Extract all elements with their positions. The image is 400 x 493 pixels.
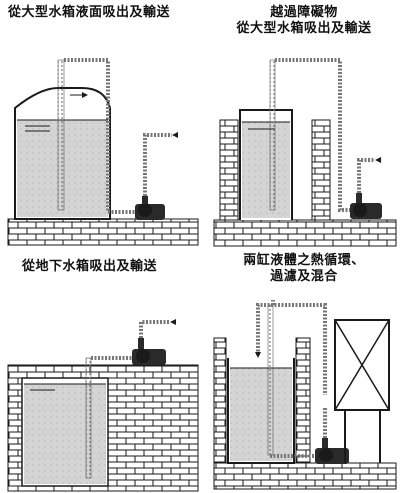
brick-wall-right xyxy=(295,337,311,464)
pump xyxy=(132,338,166,365)
caption-panel-1: 從大型水箱液面吸出及輸送 xyxy=(8,5,171,20)
suction-line xyxy=(275,58,350,212)
suction-pipe xyxy=(267,304,274,456)
discharge-arrow xyxy=(375,157,381,163)
pump xyxy=(350,193,382,219)
discharge-line xyxy=(357,158,375,193)
panel-large-tank-surface xyxy=(7,58,199,246)
caption-panel-2-line-1: 越過障礙物 xyxy=(270,5,338,20)
return-line xyxy=(256,303,327,395)
discharge-arrow xyxy=(170,319,176,325)
pump xyxy=(315,438,349,464)
brick-wall-left xyxy=(219,119,239,221)
suction-line xyxy=(64,58,135,214)
brick-floor xyxy=(7,218,199,246)
suction-pipe xyxy=(269,59,276,211)
brick-wall-left xyxy=(213,337,227,464)
suction-pipe xyxy=(85,357,92,479)
brick-floor xyxy=(213,219,397,247)
caption-panel-2-line-2: 從大型水箱吸出及輸送 xyxy=(236,21,372,36)
tank-liquid xyxy=(24,384,106,484)
pump xyxy=(135,196,165,220)
caption-panel-4-line-1: 兩缸液體之熱循環、 xyxy=(243,253,365,268)
brick-wall-right xyxy=(311,119,331,221)
discharge-line xyxy=(143,133,172,196)
panel-over-obstacle xyxy=(213,58,397,247)
caption-panel-4-line-2: 過濾及混合 xyxy=(270,269,338,284)
tank-liquid xyxy=(242,122,290,218)
panel-underground-tank xyxy=(7,319,199,492)
return-arrow xyxy=(255,352,261,358)
discharge-line xyxy=(139,320,170,338)
discharge-arrow xyxy=(172,132,178,138)
brick-floor xyxy=(213,462,397,490)
tank-liquid xyxy=(230,368,292,461)
panel-two-tank-circulation xyxy=(213,300,397,490)
caption-panel-3: 從地下水箱吸出及輸送 xyxy=(22,259,158,274)
suction-pipe xyxy=(57,59,65,211)
